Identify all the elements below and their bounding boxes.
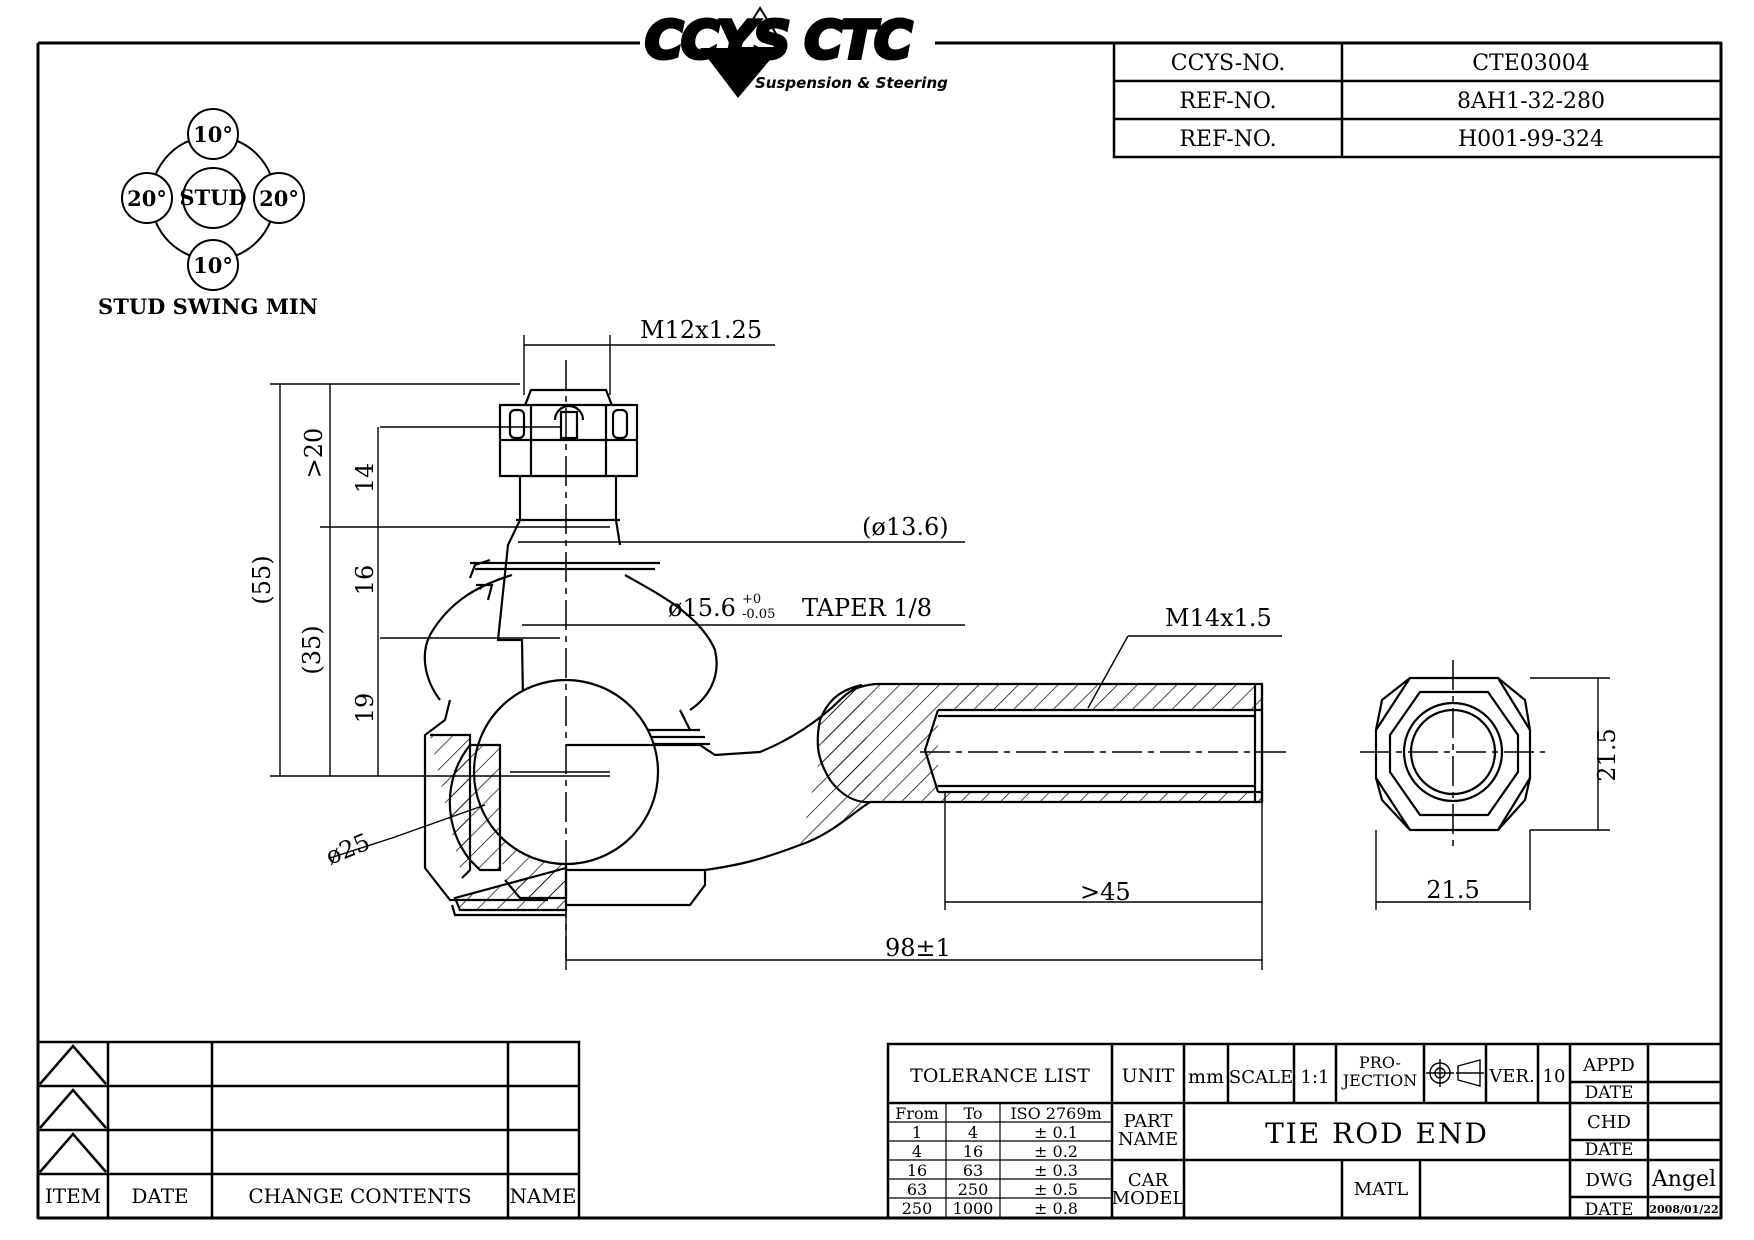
dwg-label: DWG [1585,1170,1632,1191]
dim-thread-stud: M12x1.25 [640,316,762,344]
dim-gt45: >45 [1080,878,1131,906]
dim-ball: ø25 [322,828,374,871]
part-name-label-2: NAME [1118,1129,1178,1150]
dim-hex-width: 21.5 [1426,876,1479,904]
tol-row-from: 250 [902,1199,933,1218]
stud-angle-right: 20° [259,186,299,211]
dim-hex-height: 21.5 [1593,728,1621,781]
ref-label-1: CCYS-NO. [1171,51,1286,76]
ref-value-1: CTE03004 [1472,51,1590,76]
part-name-label-1: PART [1124,1111,1173,1132]
stud-swing-caption: STUD SWING MIN [98,294,318,319]
dwg-date-value: 2008/01/22 [1649,1203,1718,1216]
change-header-contents: CHANGE CONTENTS [248,1184,471,1208]
dim-taper-tol-lower: -0.05 [742,607,775,622]
tol-row-value: ± 0.5 [1034,1180,1078,1199]
car-model-label-2: MODEL [1112,1188,1185,1209]
tol-header-to: To [963,1104,982,1123]
tol-row-value: ± 0.2 [1034,1142,1078,1161]
tol-row-from: 4 [912,1142,922,1161]
matl-label: MATL [1354,1179,1408,1200]
dimension-lines [270,335,1610,970]
tol-row-from: 63 [907,1180,927,1199]
unit-label: UNIT [1122,1065,1175,1087]
tol-row-to: 250 [958,1180,989,1199]
change-header-date: DATE [131,1184,188,1208]
stud-angle-left: 20° [127,186,167,211]
ref-value-3: H001-99-324 [1458,127,1604,152]
scale-label: SCALE [1229,1067,1293,1088]
brand-logo: CCYS CTC Suspension & Steering [643,6,948,98]
tie-rod-end-drawing [423,360,1290,960]
logo-text: CCYS CTC [645,11,912,71]
chd-label: CHD [1587,1112,1631,1133]
dim-19: 19 [351,693,379,724]
ver-value: 10 [1543,1066,1566,1087]
change-header-item: ITEM [45,1184,101,1208]
projection-label-2: JECTION [1341,1071,1417,1090]
dim-dia-13-6: (ø13.6) [862,513,949,541]
dim-thread-body: M14x1.5 [1165,604,1272,632]
tol-row-from: 1 [912,1123,922,1142]
logo-tagline: Suspension & Steering [755,74,948,92]
tol-row-from: 16 [907,1161,927,1180]
part-name-value: TIE ROD END [1265,1117,1489,1150]
change-history-table: ITEM DATE CHANGE CONTENTS NAME [36,1040,581,1220]
tol-row-value: ± 0.1 [1034,1123,1078,1142]
appd-date-label: DATE [1585,1083,1634,1103]
hex-end-view [1360,660,1545,850]
dim-h35: (35) [298,625,326,674]
dwg-value: Angel [1651,1167,1716,1192]
tol-row-to: 1000 [953,1199,994,1218]
stud-center-label: STUD [179,185,246,210]
dim-taper-rest: TAPER 1/8 [802,594,932,622]
dim-length: 98±1 [885,934,951,962]
ref-value-2: 8AH1-32-280 [1457,89,1605,114]
dimension-labels: M12x1.25 (ø13.6) ø15.6 +0 -0.05 TAPER 1/… [248,316,1621,962]
title-block: TOLERANCE LIST From To ISO 2769m 1 4 ± 0… [886,1042,1723,1220]
chd-date-label: DATE [1585,1140,1634,1160]
dim-h55: (55) [248,555,276,604]
unit-value: mm [1188,1066,1224,1088]
dim-16: 16 [351,565,379,596]
projection-symbol-icon [1426,1059,1484,1087]
tol-row-to: 63 [963,1161,983,1180]
reference-table: CCYS-NO. CTE03004 REF-NO. 8AH1-32-280 RE… [1112,41,1723,159]
stud-swing-diagram [121,108,305,291]
car-model-label-1: CAR [1128,1170,1169,1191]
dim-taper-tol-upper: +0 [742,592,761,607]
change-header-name: NAME [509,1184,576,1208]
scale-value: 1:1 [1301,1067,1330,1088]
ver-label: VER. [1488,1066,1534,1087]
tol-row-value: ± 0.8 [1034,1199,1078,1218]
tolerance-title: TOLERANCE LIST [910,1065,1090,1087]
dwg-date-label: DATE [1585,1200,1634,1220]
ref-label-2: REF-NO. [1179,89,1276,114]
appd-label: APPD [1582,1055,1635,1076]
dim-14: 14 [351,463,379,494]
dim-gt20: >20 [300,428,328,479]
stud-angle-top: 10° [193,122,233,147]
tol-header-iso: ISO 2769m [1010,1104,1101,1123]
stud-angle-bottom: 10° [193,253,233,278]
projection-label-1: PRO- [1359,1053,1401,1072]
ref-label-3: REF-NO. [1179,127,1276,152]
tol-row-value: ± 0.3 [1034,1161,1078,1180]
dim-taper-main: ø15.6 [668,594,736,622]
tol-header-from: From [895,1104,939,1123]
tol-row-to: 4 [968,1123,978,1142]
tol-row-to: 16 [963,1142,983,1161]
